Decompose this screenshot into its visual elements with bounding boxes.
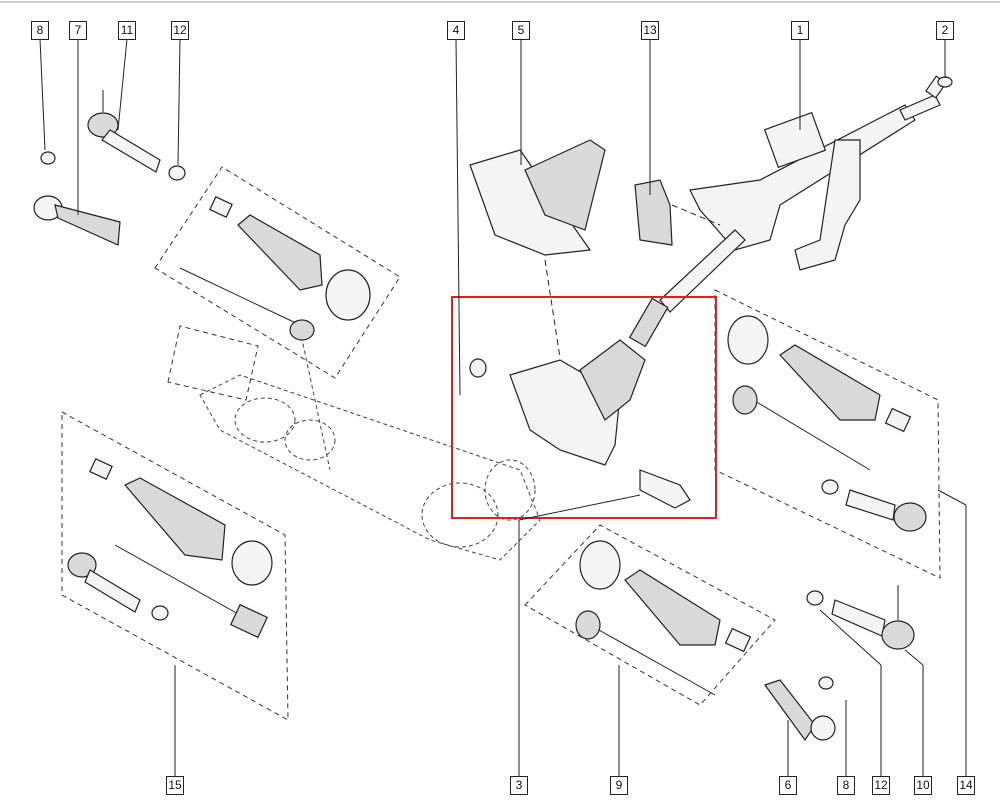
callout-11: 11 bbox=[118, 21, 136, 40]
callout-6: 6 bbox=[779, 776, 797, 795]
callout-13: 13 bbox=[641, 21, 659, 40]
callout-9: 9 bbox=[610, 776, 628, 795]
group-box-right bbox=[714, 289, 941, 579]
callout-5: 5 bbox=[512, 21, 530, 40]
nut-part-8 bbox=[40, 151, 56, 165]
tie-rod-end-7 bbox=[33, 195, 121, 246]
assembly-dash-line bbox=[671, 204, 721, 226]
group-box-left-upper bbox=[154, 166, 401, 379]
pinion-housing-part-3 bbox=[469, 297, 691, 509]
callout-4: 4 bbox=[447, 21, 465, 40]
highlight-box bbox=[451, 296, 717, 519]
left-lower-kit bbox=[67, 458, 273, 639]
callout-7: 7 bbox=[69, 21, 87, 40]
bolt-part-2 bbox=[925, 75, 953, 99]
steering-column bbox=[659, 94, 941, 313]
nut-part-12b bbox=[806, 590, 824, 606]
tie-rod-end-6 bbox=[764, 679, 836, 742]
left-upper-kit bbox=[179, 196, 371, 341]
tie-rod-end-10 bbox=[831, 585, 915, 650]
callout-14: 14 bbox=[957, 776, 975, 795]
group-box-bottom-middle bbox=[524, 524, 776, 706]
bottom-middle-kit bbox=[575, 540, 752, 696]
callout-15: 15 bbox=[166, 776, 184, 795]
callout-10: 10 bbox=[914, 776, 932, 795]
rack-housing-phantom bbox=[199, 329, 541, 561]
callout-2: 2 bbox=[936, 21, 954, 40]
boot-part-5 bbox=[469, 139, 606, 256]
callout-8b: 8 bbox=[837, 776, 855, 795]
nut-part-8b bbox=[818, 676, 834, 690]
group-box-left-lower bbox=[61, 411, 289, 721]
callout-12: 12 bbox=[171, 21, 189, 40]
callout-3: 3 bbox=[510, 776, 528, 795]
callout-12b: 12 bbox=[872, 776, 890, 795]
right-kit bbox=[727, 315, 927, 532]
tie-rod-end-11 bbox=[87, 90, 161, 173]
callout-8: 8 bbox=[31, 21, 49, 40]
assembly-dash-line bbox=[544, 259, 561, 359]
nut-part-12 bbox=[168, 165, 186, 181]
leader-lines bbox=[39, 38, 967, 776]
group-box-housing-detail bbox=[167, 325, 259, 401]
callout-1: 1 bbox=[791, 21, 809, 40]
cover-part-13 bbox=[634, 179, 673, 246]
